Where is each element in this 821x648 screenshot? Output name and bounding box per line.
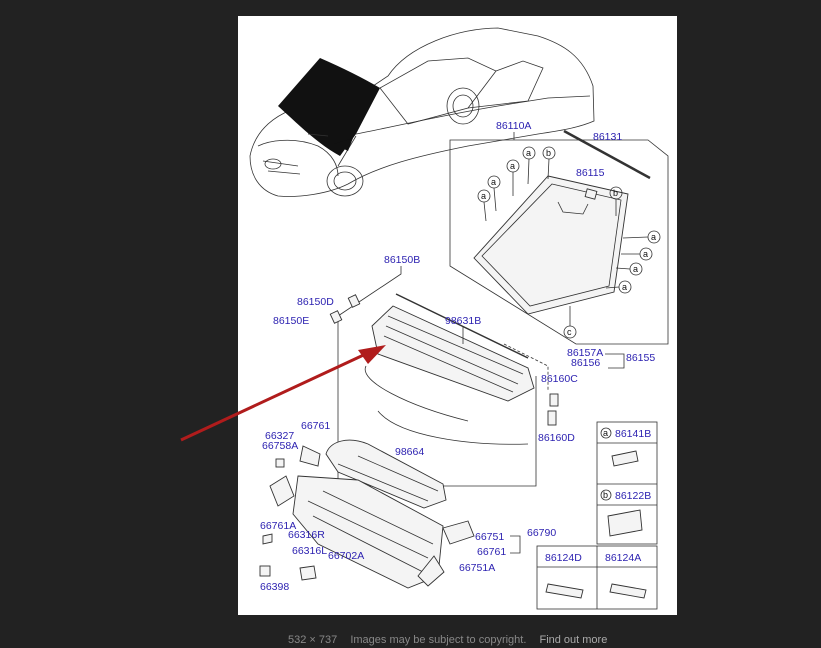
find-out-more-link[interactable]: Find out more bbox=[539, 634, 608, 646]
part-label-86160d[interactable]: 86160D bbox=[538, 432, 575, 444]
part-label-66327[interactable]: 66327 bbox=[265, 430, 294, 442]
svg-text:b: b bbox=[546, 148, 551, 158]
parts-diagram[interactable]: 86110A 86131 86115 a a a a b a bbox=[238, 16, 677, 615]
svg-text:a: a bbox=[603, 428, 608, 438]
cowl-top-group: 86150B 98631B 86150D 86150E 98664 86157A… bbox=[273, 254, 655, 487]
svg-text:a: a bbox=[510, 161, 515, 171]
part-label-66751[interactable]: 66751 bbox=[475, 531, 504, 543]
part-label-66758a[interactable]: 66758A bbox=[262, 440, 298, 452]
svg-text:b: b bbox=[603, 490, 608, 500]
part-label-66702a[interactable]: 66702A bbox=[328, 550, 364, 562]
part-label-66761a[interactable]: 66761A bbox=[260, 520, 296, 532]
part-label-66398[interactable]: 66398 bbox=[260, 581, 289, 593]
part-label-86150e[interactable]: 86150E bbox=[273, 315, 309, 327]
svg-text:a: a bbox=[651, 232, 656, 242]
car-illustration bbox=[249, 27, 595, 197]
part-label-66316r[interactable]: 66316R bbox=[288, 529, 325, 541]
svg-text:a: a bbox=[491, 177, 496, 187]
diagram-canvas: 86110A 86131 86115 a a a a b a bbox=[249, 27, 669, 610]
svg-text:a: a bbox=[622, 282, 627, 292]
part-label-86155[interactable]: 86155 bbox=[626, 352, 655, 364]
image-dimensions: 532 × 737 bbox=[288, 634, 338, 646]
svg-text:c: c bbox=[567, 327, 572, 337]
svg-text:a: a bbox=[643, 249, 648, 259]
part-label-86160c[interactable]: 86160C bbox=[541, 373, 578, 385]
dash-panel-group: 66327 66758A 66761 66761A 66316R 66316L … bbox=[259, 420, 556, 593]
part-label-66761-left[interactable]: 66761 bbox=[301, 420, 330, 432]
legend-part-86124a[interactable]: 86124A bbox=[605, 552, 641, 564]
part-label-86150b[interactable]: 86150B bbox=[384, 254, 420, 266]
part-label-66751a[interactable]: 66751A bbox=[459, 562, 495, 574]
part-label-86131[interactable]: 86131 bbox=[593, 131, 622, 143]
part-label-86156[interactable]: 86156 bbox=[571, 357, 600, 369]
image-caption: 532 × 737 Images may be subject to copyr… bbox=[288, 634, 617, 648]
svg-text:a: a bbox=[633, 264, 638, 274]
part-label-98631b[interactable]: 98631B bbox=[445, 315, 481, 327]
part-label-86115[interactable]: 86115 bbox=[576, 167, 605, 179]
svg-text:b: b bbox=[613, 188, 618, 198]
part-label-66761-right[interactable]: 66761 bbox=[477, 546, 506, 558]
copyright-notice: Images may be subject to copyright. bbox=[350, 634, 527, 646]
part-label-86157a[interactable]: 86157A bbox=[567, 347, 603, 359]
part-label-66316l[interactable]: 66316L bbox=[292, 545, 327, 557]
legend-part-86124d[interactable]: 86124D bbox=[545, 552, 582, 564]
svg-text:a: a bbox=[481, 191, 486, 201]
part-label-86150d[interactable]: 86150D bbox=[297, 296, 334, 308]
svg-text:a: a bbox=[526, 148, 531, 158]
part-label-98664[interactable]: 98664 bbox=[395, 446, 424, 458]
legend-table: a 86141B b 86122B 86124D 86124A bbox=[536, 421, 658, 610]
clip-callouts: a a a a b a a a a b c bbox=[477, 146, 661, 339]
legend-part-86141b[interactable]: 86141B bbox=[615, 428, 651, 440]
part-label-86110a[interactable]: 86110A bbox=[496, 120, 531, 132]
windshield-group: 86110A 86131 86115 a a a a b a bbox=[449, 120, 669, 345]
part-label-66790[interactable]: 66790 bbox=[527, 527, 556, 539]
legend-part-86122b[interactable]: 86122B bbox=[615, 490, 651, 502]
